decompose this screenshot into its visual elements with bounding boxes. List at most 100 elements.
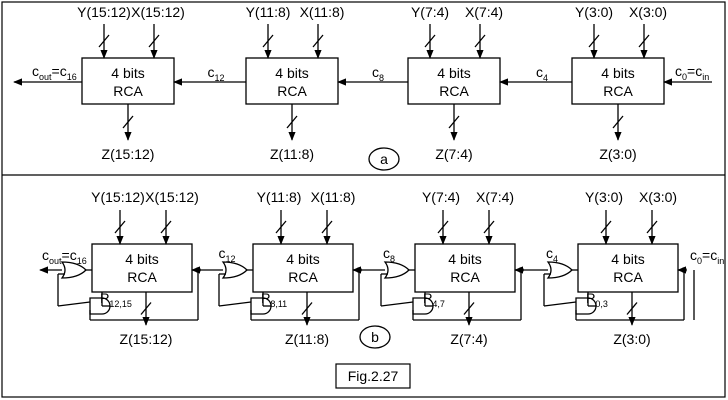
rca-line1: 4 bits <box>601 65 634 81</box>
p-label: P0,3 <box>586 290 608 309</box>
y-input-bus-slash <box>275 220 287 234</box>
carry-out-label: cout=c16 <box>42 247 87 266</box>
y-input-label: Y(7:4) <box>411 4 449 20</box>
y-input-label: Y(11:8) <box>257 189 302 205</box>
or-in-2-link <box>380 301 414 307</box>
carry-label: c4 <box>546 245 558 264</box>
rca-line2: RCA <box>613 269 643 285</box>
x-input-bus-slash <box>148 34 160 48</box>
y-input-label: Y(15:12) <box>77 4 131 20</box>
x-input-bus-slash <box>646 220 658 234</box>
tag-b: b <box>371 329 379 345</box>
x-input-bus-slash <box>160 220 172 234</box>
z-output-label: Z(15:12) <box>120 331 173 347</box>
x-input-label: X(7:4) <box>476 189 514 205</box>
z-output-label: Z(7:4) <box>450 331 487 347</box>
tag-a: a <box>380 151 388 167</box>
tag-a-circle <box>368 147 400 171</box>
z-output-label: Z(3:0) <box>599 146 636 162</box>
x-input-bus-slash <box>312 34 324 48</box>
y-input-bus-slash <box>588 34 600 48</box>
rca-line1: 4 bits <box>125 251 158 267</box>
and-gate <box>250 297 272 315</box>
or-gate <box>221 261 248 279</box>
y-input-bus-slash <box>424 34 436 48</box>
rca-box <box>414 243 516 293</box>
y-input-label: Y(7:4) <box>422 189 460 205</box>
or-in-2-link <box>57 301 91 307</box>
rca-line1: 4 bits <box>286 251 319 267</box>
rca-line2: RCA <box>603 83 633 99</box>
x-input-label: X(11:8) <box>311 189 356 205</box>
figure-label-box <box>335 363 411 389</box>
z-output-bus-slash <box>122 115 134 129</box>
y-input-label: Y(3:0) <box>575 4 613 20</box>
rca-line1: 4 bits <box>111 65 144 81</box>
carry-label: c4 <box>536 64 548 83</box>
carry-label: c12 <box>207 64 224 83</box>
z-output-bus-slash <box>626 302 638 315</box>
and-gate <box>89 297 111 315</box>
rca-box <box>571 57 665 105</box>
x-input-bus-slash <box>483 220 495 234</box>
z-output-bus-slash <box>612 115 624 129</box>
tag-b-circle <box>359 325 391 349</box>
or-in-2-link <box>218 301 252 307</box>
p-label: P8,11 <box>261 290 287 309</box>
figure-label: Fig.2.27 <box>348 368 399 384</box>
y-input-label: Y(11:8) <box>246 4 291 20</box>
z-output-label: Z(11:8) <box>285 331 329 347</box>
y-input-label: Y(15:12) <box>91 189 145 205</box>
carry-in-label: c0=cin <box>690 247 724 266</box>
y-input-bus-slash <box>600 220 612 234</box>
x-input-bus-slash <box>321 220 333 234</box>
rca-line2: RCA <box>450 269 480 285</box>
or-gate <box>60 261 87 279</box>
and-gate <box>575 297 597 315</box>
p-label: P4,7 <box>423 290 445 309</box>
or-gate <box>546 261 573 279</box>
rca-line2: RCA <box>439 83 469 99</box>
x-input-label: X(11:8) <box>300 4 345 20</box>
rca-line1: 4 bits <box>448 251 481 267</box>
y-input-bus-slash <box>114 220 126 234</box>
x-input-label: X(15:12) <box>145 189 199 205</box>
rca-box <box>407 57 501 105</box>
or-gate <box>383 261 410 279</box>
z-output-bus-slash <box>463 302 475 315</box>
rca-box <box>81 57 175 105</box>
x-input-label: X(15:12) <box>131 4 185 20</box>
z-output-label: Z(3:0) <box>613 331 650 347</box>
rca-line1: 4 bits <box>437 65 470 81</box>
z-output-label: Z(15:12) <box>102 146 155 162</box>
y-input-bus-slash <box>437 220 449 234</box>
y-input-bus-slash <box>262 34 274 48</box>
rca-line1: 4 bits <box>275 65 308 81</box>
rca-line2: RCA <box>288 269 318 285</box>
carry-out-label: cout=c16 <box>32 63 77 82</box>
carry-label: c12 <box>218 245 235 264</box>
z-output-bus-slash <box>448 115 460 129</box>
rca-line2: RCA <box>113 83 143 99</box>
carry-label: c8 <box>383 245 395 264</box>
z-output-label: Z(11:8) <box>270 146 314 162</box>
rca-line1: 4 bits <box>611 251 644 267</box>
or-in-2-link <box>543 301 577 307</box>
x-input-bus-slash <box>474 34 486 48</box>
z-output-label: Z(7:4) <box>435 146 472 162</box>
x-input-label: X(3:0) <box>629 4 667 20</box>
x-input-label: X(7:4) <box>465 4 503 20</box>
rca-line2: RCA <box>277 83 307 99</box>
p-label: P12,15 <box>100 290 132 309</box>
